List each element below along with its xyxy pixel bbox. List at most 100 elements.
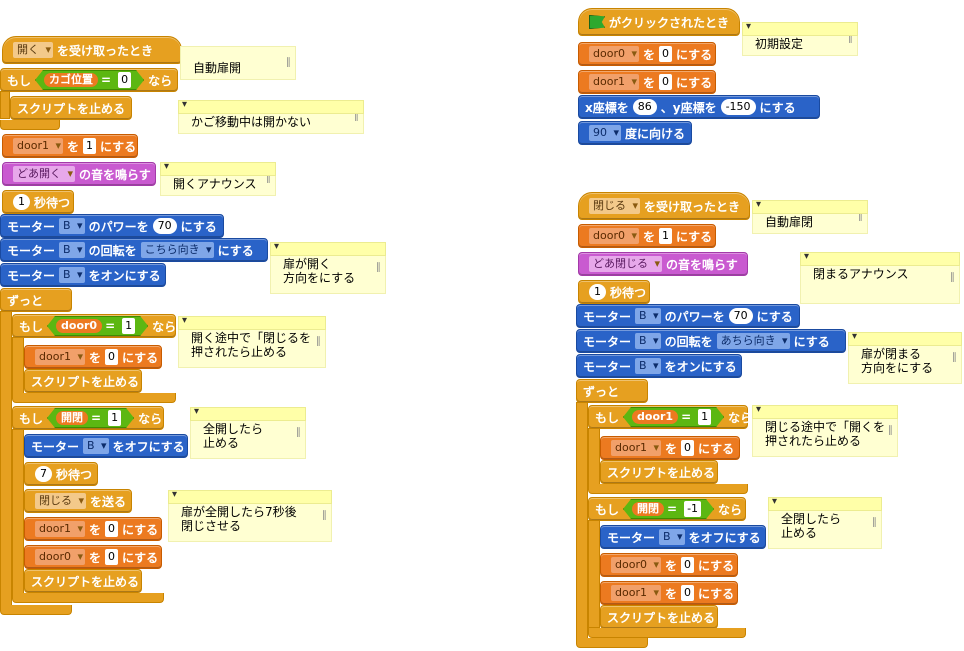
value-input[interactable]: 1: [108, 410, 121, 426]
x-input[interactable]: 86: [632, 99, 657, 115]
comment-tab[interactable]: [168, 489, 332, 504]
comment-tab[interactable]: [190, 406, 306, 421]
wait-block[interactable]: 1 秒待つ: [578, 280, 650, 304]
seconds-input[interactable]: 1: [13, 194, 30, 210]
direction-dropdown[interactable]: こちら向き: [140, 242, 214, 258]
go-to-xy-block[interactable]: x座標を 86 、y座標を -150 にする: [578, 95, 820, 119]
forever-block[interactable]: ずっと: [0, 288, 72, 312]
power-input[interactable]: 70: [728, 308, 753, 324]
motor-direction-block[interactable]: モーター B の回転を あちら向き にする: [576, 329, 846, 353]
motor-dropdown[interactable]: B: [659, 529, 685, 545]
value-input[interactable]: 0: [104, 521, 118, 537]
message-dropdown[interactable]: 閉じる: [35, 493, 86, 509]
stop-script-block[interactable]: スクリプトを止める: [24, 569, 142, 593]
comment-tab[interactable]: [742, 21, 858, 36]
when-receive-open-hat[interactable]: 開く を受け取ったとき: [2, 36, 182, 64]
if-open-close-block[interactable]: もし 開閉 = 1 なら: [12, 406, 164, 430]
motor-power-block[interactable]: モーター B のパワーを 70 にする: [0, 214, 224, 238]
equals-condition[interactable]: door0 = 1: [47, 316, 148, 336]
comment-tab[interactable]: [848, 331, 962, 346]
point-direction-block[interactable]: 90 度に向ける: [578, 121, 692, 145]
value-input[interactable]: 1: [82, 138, 96, 154]
comment-tab[interactable]: [270, 241, 386, 256]
motor-on-block[interactable]: モーター B をオンにする: [576, 354, 742, 378]
var-dropdown[interactable]: door1: [589, 74, 639, 90]
seconds-input[interactable]: 1: [589, 284, 606, 300]
motor-dropdown[interactable]: B: [59, 242, 85, 258]
stop-script-block[interactable]: スクリプトを止める: [24, 369, 142, 393]
sound-dropdown[interactable]: どあ開く: [13, 166, 75, 182]
value-input[interactable]: -1: [684, 501, 701, 517]
var-dropdown[interactable]: door1: [13, 138, 63, 154]
value-input[interactable]: 0: [118, 72, 131, 88]
var-dropdown[interactable]: door1: [35, 521, 85, 537]
comment-tab[interactable]: [752, 404, 898, 419]
motor-dropdown[interactable]: B: [635, 308, 661, 324]
equals-condition[interactable]: 開閉 = -1: [623, 499, 714, 519]
set-door0-block[interactable]: door0 を 0 にする: [24, 545, 162, 569]
message-dropdown[interactable]: 開く: [13, 42, 53, 58]
if-cage-position-block[interactable]: もし カゴ位置 = 0 なら: [0, 68, 178, 92]
comment-tab[interactable]: [800, 251, 960, 266]
var-dropdown[interactable]: door1: [35, 349, 85, 365]
play-sound-block[interactable]: どあ閉じる の音を鳴らす: [578, 252, 748, 276]
equals-condition[interactable]: 開閉 = 1: [47, 408, 134, 428]
comment-tab[interactable]: [178, 99, 364, 114]
value-input[interactable]: 0: [680, 440, 694, 456]
value-input[interactable]: 0: [680, 585, 694, 601]
comment-tab[interactable]: [768, 496, 882, 511]
when-flag-clicked-hat[interactable]: がクリックされたとき: [578, 8, 740, 36]
equals-condition[interactable]: door1 = 1: [623, 407, 724, 427]
motor-on-block[interactable]: モーター B をオンにする: [0, 263, 166, 287]
set-door0-block[interactable]: door0 を 1 にする: [578, 224, 716, 248]
motor-dropdown[interactable]: B: [635, 358, 661, 374]
set-door1-block[interactable]: door1 を 0 にする: [578, 70, 716, 94]
wait-block[interactable]: 7 秒待つ: [24, 462, 98, 486]
stop-script-block[interactable]: スクリプトを止める: [10, 96, 132, 120]
var-dropdown[interactable]: door0: [589, 228, 639, 244]
motor-dropdown[interactable]: B: [59, 218, 85, 234]
motor-off-block[interactable]: モーター B をオフにする: [600, 525, 766, 549]
motor-dropdown[interactable]: B: [83, 438, 109, 454]
value-input[interactable]: 0: [104, 349, 118, 365]
y-input[interactable]: -150: [720, 99, 756, 115]
var-dropdown[interactable]: door1: [611, 440, 661, 456]
forever-block[interactable]: ずっと: [576, 379, 648, 403]
var-dropdown[interactable]: door1: [611, 585, 661, 601]
comment-tab[interactable]: [160, 161, 276, 176]
motor-off-block[interactable]: モーター B をオフにする: [24, 434, 188, 458]
stop-script-block[interactable]: スクリプトを止める: [600, 605, 718, 629]
var-dropdown[interactable]: door0: [35, 549, 85, 565]
motor-dropdown[interactable]: B: [635, 333, 661, 349]
if-door1-block[interactable]: もし door1 = 1 なら: [588, 405, 752, 429]
equals-condition[interactable]: カゴ位置 = 0: [35, 70, 144, 90]
comment-tab[interactable]: [178, 315, 326, 330]
stop-script-block[interactable]: スクリプトを止める: [600, 460, 718, 484]
value-input[interactable]: 0: [658, 74, 672, 90]
set-door0-block[interactable]: door0 を 0 にする: [600, 553, 738, 577]
if-open-close-block[interactable]: もし 開閉 = -1 なら: [588, 497, 746, 521]
set-door1-block[interactable]: door1 を 0 にする: [600, 581, 738, 605]
play-sound-block[interactable]: どあ開く の音を鳴らす: [2, 162, 156, 186]
value-input[interactable]: 0: [104, 549, 118, 565]
motor-direction-block[interactable]: モーター B の回転を こちら向き にする: [0, 238, 268, 262]
value-input[interactable]: 1: [698, 409, 711, 425]
value-input[interactable]: 0: [658, 46, 672, 62]
motor-power-block[interactable]: モーター B のパワーを 70 にする: [576, 304, 800, 328]
message-dropdown[interactable]: 閉じる: [589, 198, 640, 214]
seconds-input[interactable]: 7: [35, 466, 52, 482]
set-door1-block[interactable]: door1 を 0 にする: [24, 345, 162, 369]
set-door1-block[interactable]: door1 を 1 にする: [2, 134, 138, 158]
set-door0-block[interactable]: door0 を 0 にする: [578, 42, 716, 66]
power-input[interactable]: 70: [152, 218, 177, 234]
value-input[interactable]: 1: [122, 318, 135, 334]
motor-dropdown[interactable]: B: [59, 267, 85, 283]
broadcast-block[interactable]: 閉じる を送る: [24, 489, 132, 513]
direction-dropdown[interactable]: 90: [589, 125, 621, 141]
value-input[interactable]: 1: [658, 228, 672, 244]
set-door1-block[interactable]: door1 を 0 にする: [24, 517, 162, 541]
comment-tab[interactable]: [752, 199, 868, 214]
direction-dropdown[interactable]: あちら向き: [716, 333, 790, 349]
set-door1-block[interactable]: door1 を 0 にする: [600, 436, 740, 460]
var-dropdown[interactable]: door0: [589, 46, 639, 62]
